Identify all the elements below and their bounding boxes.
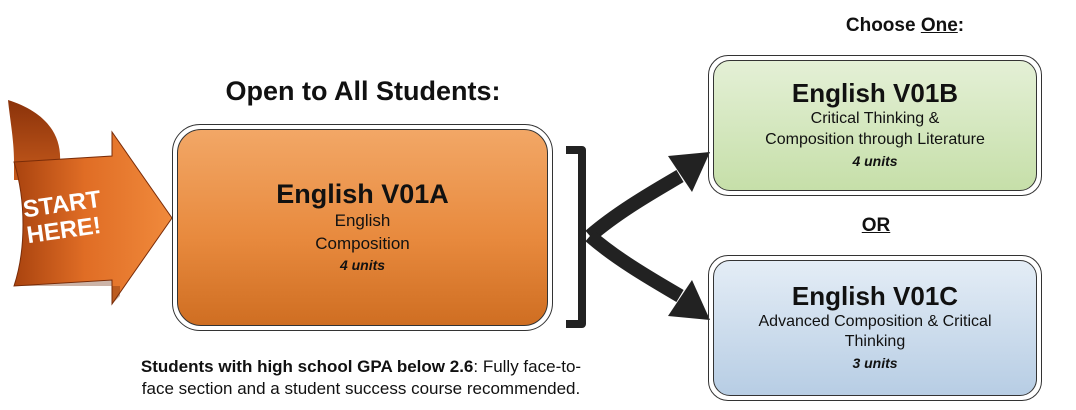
gpa-note-line2: face section and a student success cours… bbox=[141, 379, 581, 399]
open-to-all-heading: Open to All Students: bbox=[225, 76, 501, 106]
course-description: Thinking bbox=[844, 333, 906, 351]
gpa-note-rest: : Fully face-to- bbox=[473, 357, 582, 376]
course-title: English V01A bbox=[276, 179, 449, 210]
course-title: English V01B bbox=[791, 78, 959, 109]
branch-arrows bbox=[566, 146, 710, 328]
course-description: Composition through Literature bbox=[765, 130, 985, 148]
course-description: Composition bbox=[315, 233, 410, 253]
course-description: English bbox=[334, 211, 391, 231]
course-box-english-v01b: English V01B Critical Thinking & Composi… bbox=[708, 55, 1042, 196]
course-units: 4 units bbox=[339, 256, 386, 273]
gpa-note: Students with high school GPA below 2.6:… bbox=[126, 356, 596, 400]
course-description: Advanced Composition & Critical bbox=[758, 312, 992, 330]
course-units: 3 units bbox=[852, 355, 898, 372]
course-description: Critical Thinking & bbox=[810, 110, 940, 128]
course-box-english-v01a: English V01A English Composition 4 units bbox=[172, 124, 553, 331]
start-here-arrow: START HERE! bbox=[8, 100, 173, 306]
course-units: 4 units bbox=[852, 152, 898, 169]
or-label: OR bbox=[861, 215, 891, 236]
gpa-note-bold: Students with high school GPA below 2.6 bbox=[140, 357, 474, 376]
course-box-english-v01c: English V01C Advanced Composition & Crit… bbox=[708, 255, 1042, 401]
choose-one-heading: Choose One: bbox=[845, 15, 965, 36]
course-title: English V01C bbox=[791, 280, 959, 311]
